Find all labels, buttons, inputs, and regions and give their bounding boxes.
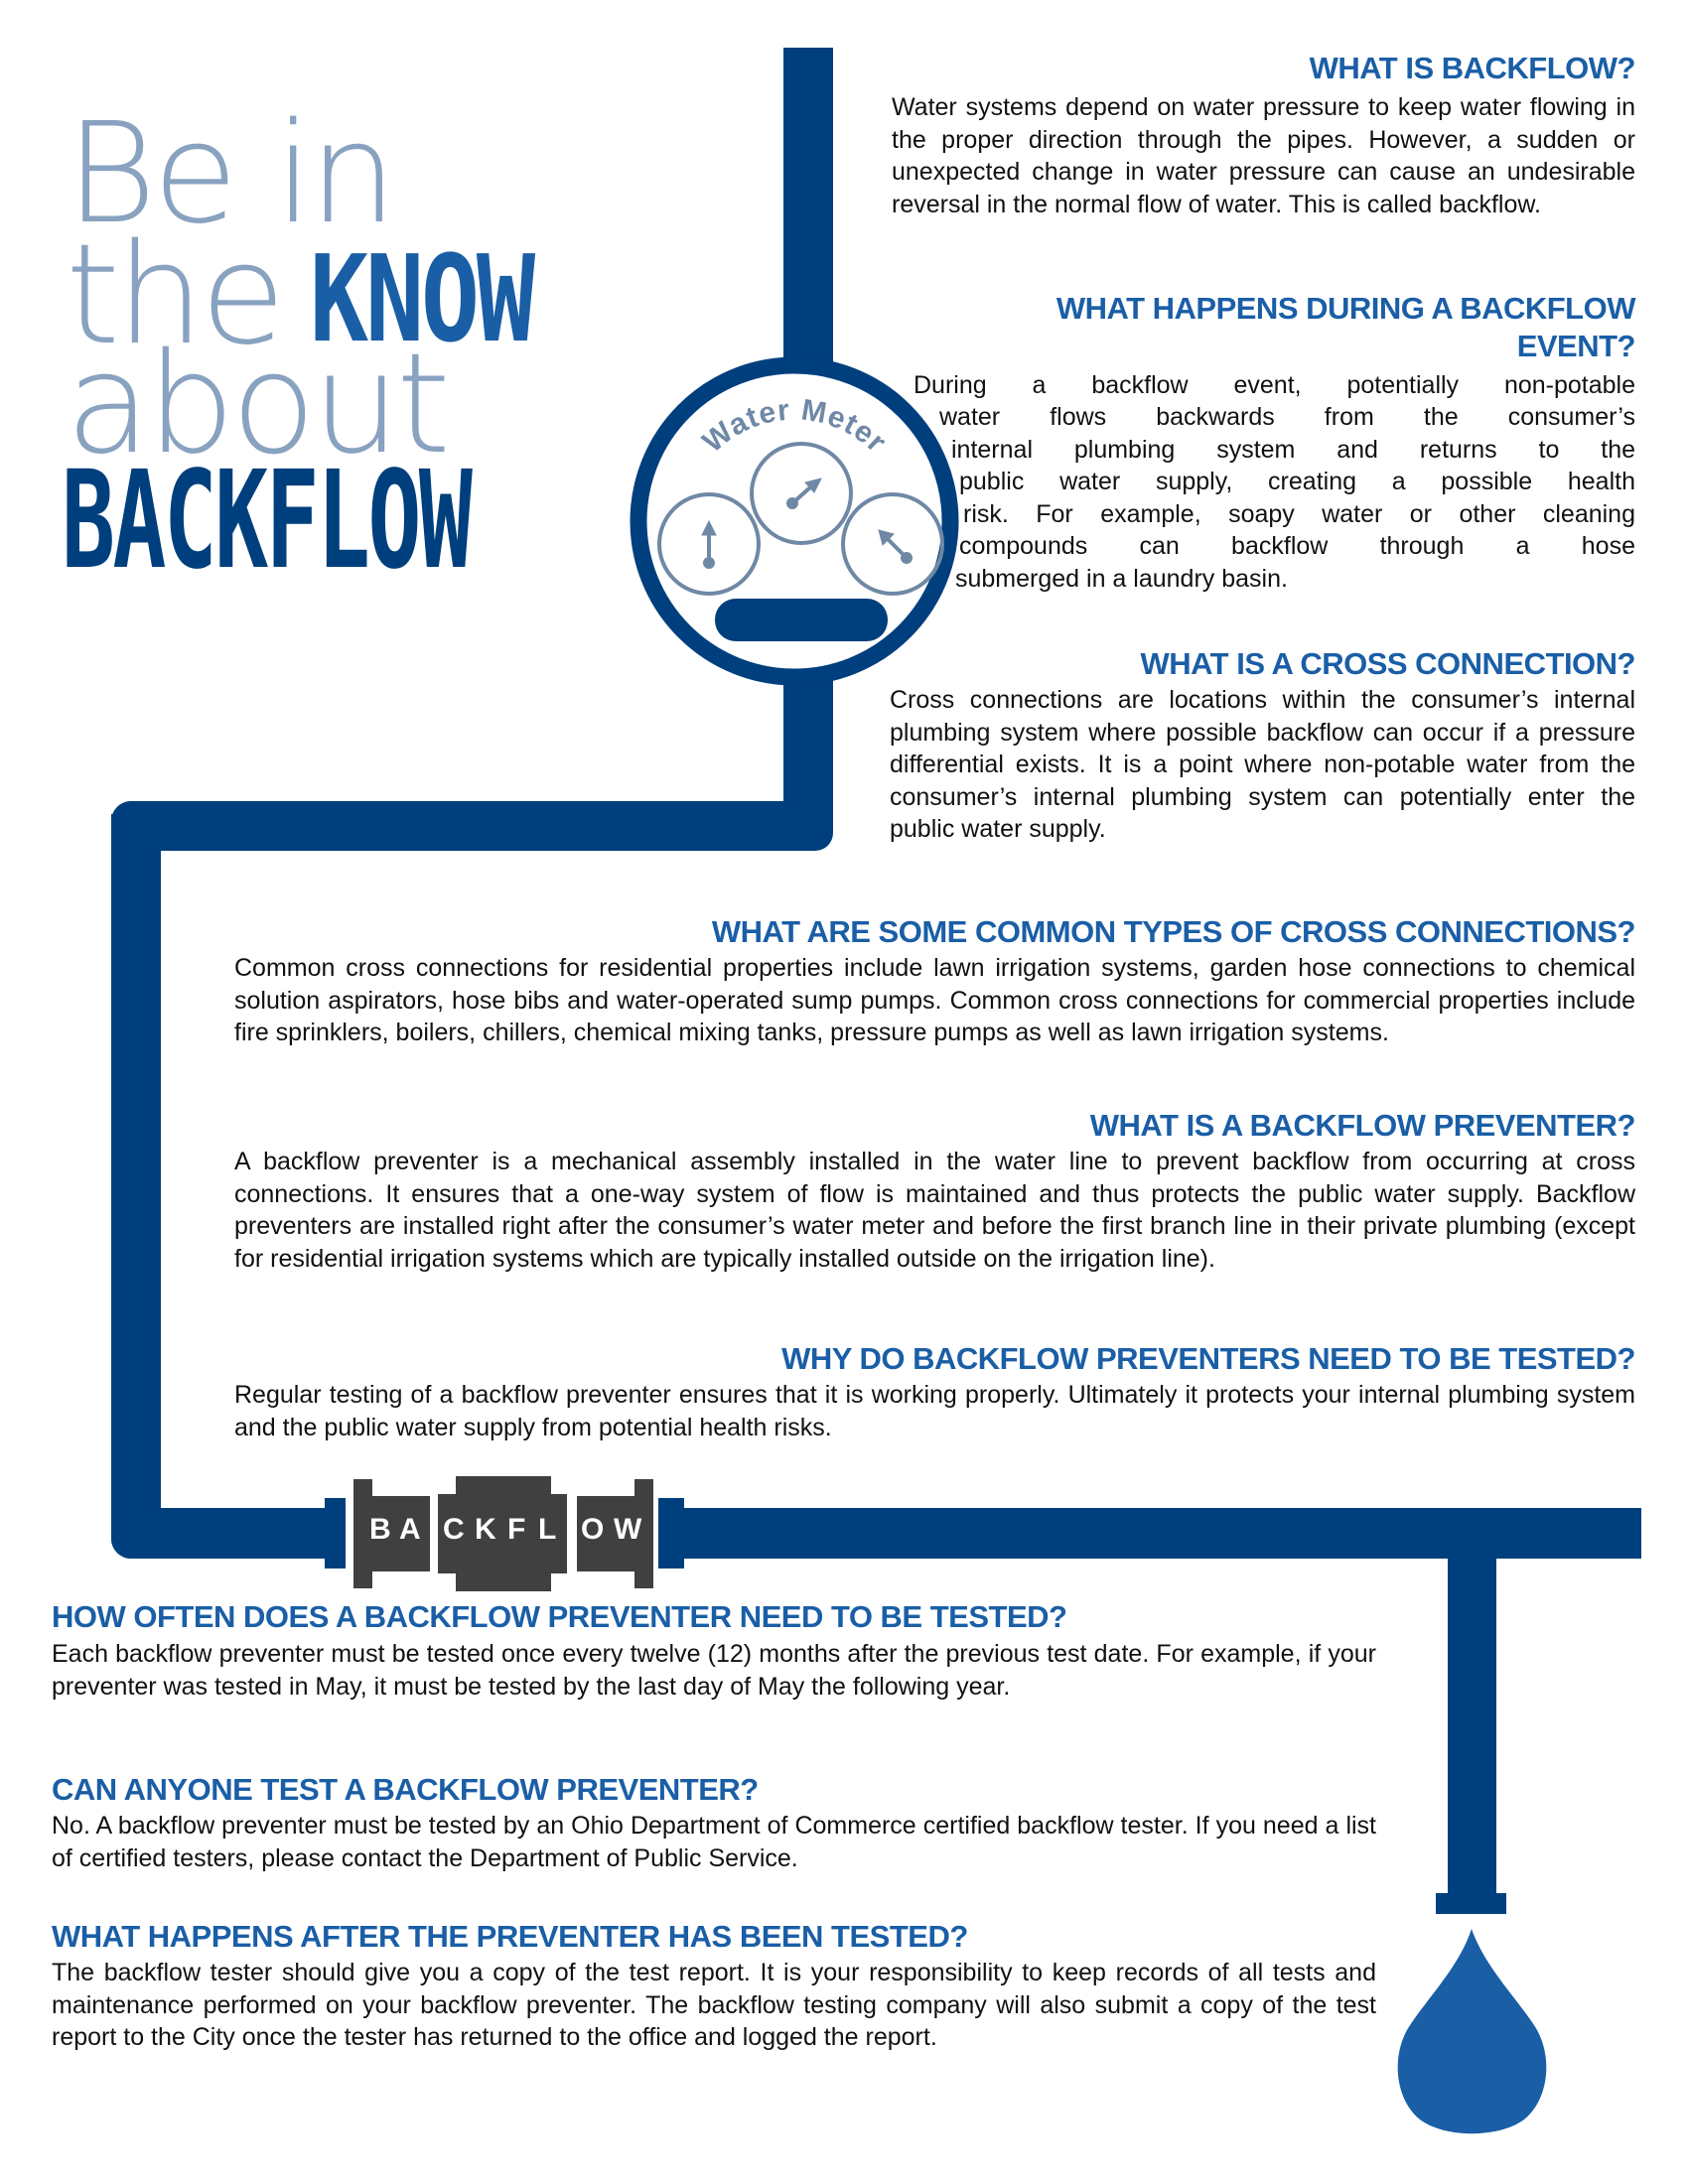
pipe-flange-left — [325, 1498, 346, 1569]
device-letter: A — [399, 1513, 421, 1546]
body-line: water flows backwards from the consumer’… — [939, 403, 1635, 431]
body-line: internal plumbing system and returns to … — [951, 436, 1635, 464]
body-line: During a backflow event, potentially non… — [914, 371, 1635, 399]
heading-what-is-backflow: WHAT IS BACKFLOW? — [1309, 51, 1636, 85]
body-common-types: Common cross connections for residential… — [234, 954, 1635, 1046]
device-letter: K — [475, 1513, 496, 1546]
title-line-the: the — [66, 214, 286, 376]
pipe-right-vertical — [1448, 1549, 1496, 1901]
body-line: submerged in a laundry basin. — [955, 565, 1288, 593]
body-why-tested: Regular testing of a backflow preventer … — [234, 1381, 1635, 1441]
body-backflow-preventer: A backflow preventer is a mechanical ass… — [234, 1148, 1635, 1273]
device-letter: O — [581, 1513, 605, 1546]
pipe-end-cap — [1436, 1893, 1506, 1914]
device-letter: L — [538, 1513, 557, 1546]
heading-backflow-event-line2: EVENT? — [1516, 329, 1636, 363]
heading-how-often: HOW OFTEN DOES A BACKFLOW PREVENTER NEED… — [52, 1599, 1067, 1634]
heading-cross-connection: WHAT IS A CROSS CONNECTION? — [1140, 646, 1635, 681]
pipe-upper-horizontal — [111, 801, 833, 851]
body-can-anyone-test: No. A backflow preventer must be tested … — [52, 1812, 1376, 1872]
title-backflow: BACKFLOW — [62, 443, 473, 600]
dial-center-icon — [750, 442, 853, 545]
dial-left-icon — [657, 492, 761, 596]
heading-can-anyone-test: CAN ANYONE TEST A BACKFLOW PREVENTER? — [52, 1772, 759, 1807]
heading-backflow-event: WHAT HAPPENS DURING A BACKFLOW EVENT? — [874, 290, 1636, 365]
water-meter-icon: Water Meter — [630, 356, 959, 686]
heading-why-tested: WHY DO BACKFLOW PREVENTERS NEED TO BE TE… — [781, 1341, 1635, 1376]
body-line: compounds can backflow through a hose — [959, 532, 1635, 560]
pipe-top-vertical — [783, 48, 833, 375]
device-letter: W — [614, 1513, 642, 1546]
device-letter: B — [369, 1513, 391, 1546]
pipe-lower-horizontal-right — [675, 1508, 1641, 1559]
body-line: public water supply, creating a possible… — [959, 468, 1635, 495]
body-line: risk. For example, soapy water or other … — [963, 500, 1635, 528]
pipe-lower-horizontal-left — [111, 1508, 346, 1559]
dial-right-icon — [841, 492, 944, 596]
heading-after-tested: WHAT HAPPENS AFTER THE PREVENTER HAS BEE… — [52, 1919, 968, 1954]
title-know: KNOW — [310, 231, 535, 369]
device-letter: C — [443, 1513, 465, 1546]
device-letter: F — [507, 1513, 526, 1546]
title-line-be-in: Be in — [66, 93, 397, 255]
pipe-left-vertical — [111, 814, 161, 1559]
body-after-tested: The backflow tester should give you a co… — [52, 1959, 1376, 2051]
title-line-about: about — [66, 324, 451, 485]
water-drop-icon — [1397, 1929, 1547, 2134]
heading-backflow-event-line1: WHAT HAPPENS DURING A BACKFLOW — [1055, 291, 1636, 326]
heading-backflow-preventer: WHAT IS A BACKFLOW PREVENTER? — [1089, 1108, 1636, 1143]
body-cross-connection: Cross connections are locations within t… — [890, 686, 1635, 843]
heading-common-types: WHAT ARE SOME COMMON TYPES OF CROSS CONN… — [711, 914, 1636, 949]
body-what-is-backflow: Water systems depend on water pressure t… — [892, 93, 1635, 218]
body-how-often: Each backflow preventer must be tested o… — [52, 1640, 1376, 1701]
